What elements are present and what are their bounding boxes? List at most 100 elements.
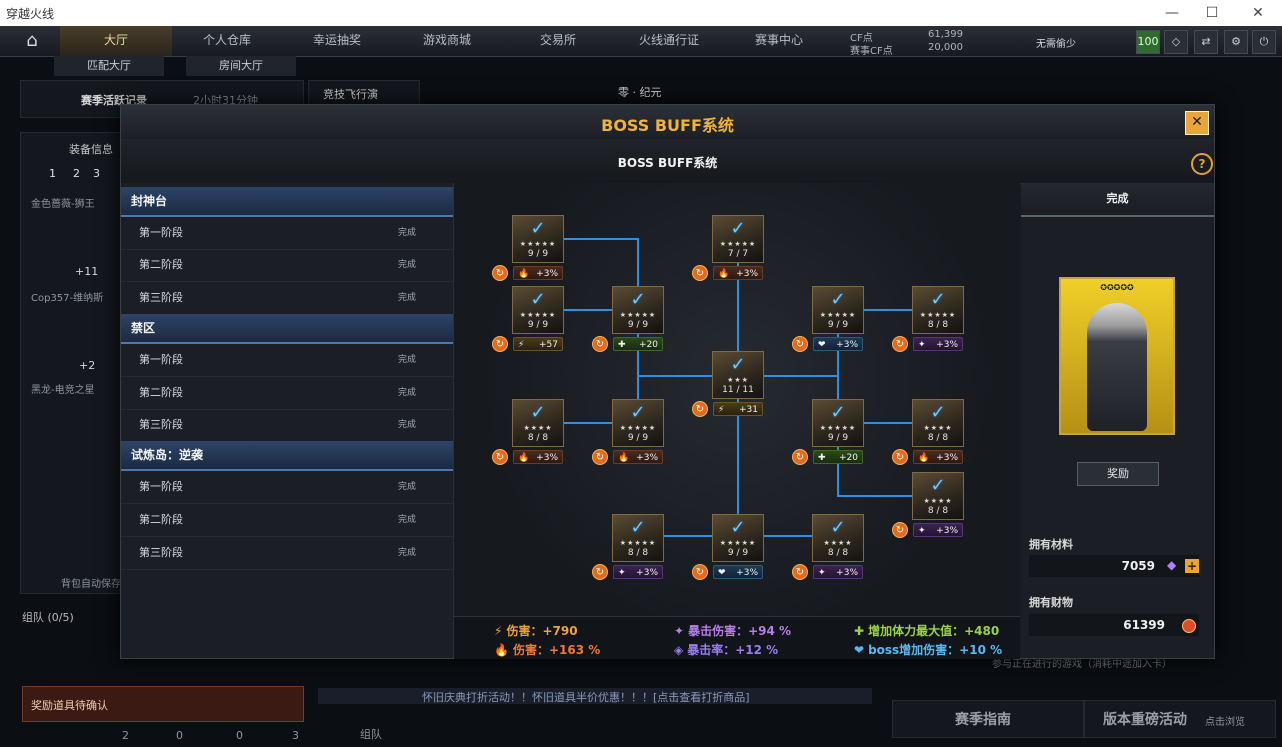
category-shiliandao[interactable]: 试炼岛：逆袭 (121, 441, 453, 471)
buff-value-badge: 🔥+3% (713, 266, 763, 280)
buff-node[interactable]: ✓★★★11 / 11 (712, 351, 764, 399)
stage-item[interactable]: 第一阶段完成 (121, 471, 453, 504)
refresh-icon[interactable]: ↻ (892, 522, 908, 538)
refresh-icon[interactable]: ↻ (592, 449, 608, 465)
tab-lottery[interactable]: 幸运抽奖 (312, 33, 361, 47)
node-count: 9 / 9 (727, 548, 749, 558)
buff-node[interactable]: ✓★★★★★9 / 9 (712, 514, 764, 562)
check-icon: ✓ (530, 402, 546, 423)
category-list: 封神台 第一阶段完成 第二阶段完成 第三阶段完成 禁区 第一阶段完成 第二阶段完… (121, 183, 454, 658)
buff-value: +20 (639, 340, 658, 350)
tab-exchange[interactable]: 交易所 (539, 33, 576, 47)
equip-info-label: 装备信息 (69, 143, 113, 156)
shield-icon[interactable]: ◇ (1164, 30, 1188, 54)
power-icon[interactable]: ⏻ (1252, 30, 1276, 54)
switch-icon[interactable]: ⇄ (1194, 30, 1218, 54)
tab-pass[interactable]: 火线通行证 (638, 33, 699, 47)
home-icon[interactable]: ⌂ (26, 30, 38, 51)
buff-node[interactable]: ✓★★★★★7 / 7 (712, 215, 764, 263)
cf-value: 61,399 (928, 29, 963, 40)
stage-item[interactable]: 第一阶段完成 (121, 217, 453, 250)
refresh-icon[interactable]: ↻ (892, 336, 908, 352)
dialog-subtitle: BOSS BUFF系统 (617, 156, 718, 170)
refresh-icon[interactable]: ↻ (492, 449, 508, 465)
auto-save-label[interactable]: 背包自动保存 (61, 579, 121, 590)
category-jinqu[interactable]: 禁区 (121, 314, 453, 344)
refresh-icon[interactable]: ↻ (692, 401, 708, 417)
check-icon: ✓ (630, 402, 646, 423)
check-icon: ✓ (730, 354, 746, 375)
tab-mall[interactable]: 游戏商城 (422, 33, 471, 47)
tab-match-center[interactable]: 赛事中心 (754, 33, 803, 47)
buff-node[interactable]: ✓★★★★★9 / 9 (512, 286, 564, 334)
rank-label: 无需偷少 (1036, 39, 1076, 50)
reward-confirm-label: 奖励道具待确认 (31, 699, 108, 712)
buff-value: +3% (836, 340, 858, 350)
stage-item[interactable]: 第三阶段完成 (121, 409, 453, 442)
equip-tab-1[interactable]: 1 (49, 167, 56, 180)
minimize-button[interactable]: — (1165, 5, 1179, 21)
reward-button[interactable]: 奖励 (1077, 462, 1159, 486)
refresh-icon[interactable]: ↻ (892, 449, 908, 465)
reward-panel: 完成 ✪✪✪✪✪ 奖励 拥有材料 7059 ◆ + 拥有财物 61399 (1021, 183, 1214, 658)
summary-stat: ◈暴击率：+12 % (674, 641, 778, 658)
category-label: 禁区 (131, 321, 156, 335)
fly-event-panel[interactable]: 竞技飞行演 (308, 80, 420, 106)
stage-item[interactable]: 第二阶段完成 (121, 504, 453, 537)
stage-item[interactable]: 第二阶段完成 (121, 249, 453, 282)
refresh-icon[interactable]: ↻ (792, 564, 808, 580)
stage-item[interactable]: 第二阶段完成 (121, 377, 453, 410)
buff-node[interactable]: ✓★★★★★8 / 8 (912, 286, 964, 334)
purple-icon: ✦ (618, 568, 626, 578)
node-count: 8 / 8 (927, 506, 949, 516)
refresh-icon[interactable]: ↻ (592, 564, 608, 580)
gear-icon[interactable]: ⚙ (1224, 30, 1248, 54)
buff-value-badge: 🔥+3% (513, 450, 563, 464)
season-guide-button[interactable]: 赛季指南 (892, 700, 1084, 738)
reward-confirm-panel[interactable]: 奖励道具待确认 (22, 686, 304, 722)
refresh-icon[interactable]: ↻ (792, 449, 808, 465)
refresh-icon[interactable]: ↻ (692, 265, 708, 281)
version-event-button[interactable]: 版本重磅活动 点击浏览 (1084, 700, 1276, 738)
node-count: 8 / 8 (527, 433, 549, 443)
buff-node[interactable]: ✓★★★★8 / 8 (912, 472, 964, 520)
refresh-icon[interactable]: ↻ (492, 336, 508, 352)
buff-node[interactable]: ✓★★★★8 / 8 (912, 399, 964, 447)
equip-tab-2[interactable]: 2 (73, 167, 80, 180)
add-material-button[interactable]: + (1185, 559, 1199, 573)
help-icon[interactable]: ? (1191, 153, 1213, 175)
stage-name: 第一阶段 (139, 353, 183, 366)
buff-node[interactable]: ✓★★★★★9 / 9 (512, 215, 564, 263)
subtab-match-lobby[interactable]: 匹配大厅 (54, 56, 164, 76)
buff-value-badge: ❤+3% (713, 565, 763, 579)
marquee[interactable]: 怀旧庆典打折活动！！怀旧道具半价优惠！！！[点击查看打折商品] (318, 688, 872, 704)
category-fengshentai[interactable]: 封神台 (121, 187, 453, 217)
stage-item[interactable]: 第一阶段完成 (121, 344, 453, 377)
window-close-button[interactable]: ✕ (1252, 5, 1264, 21)
node-count: 8 / 8 (627, 548, 649, 558)
stage-item[interactable]: 第三阶段完成 (121, 537, 453, 570)
buff-node[interactable]: ✓★★★★8 / 8 (512, 399, 564, 447)
buff-node[interactable]: ✓★★★★★9 / 9 (812, 399, 864, 447)
buff-node[interactable]: ✓★★★★★8 / 8 (612, 514, 664, 562)
check-icon: ✓ (630, 517, 646, 538)
gold-icon: ⚡ (518, 340, 525, 350)
refresh-icon[interactable]: ↻ (792, 336, 808, 352)
equip-tab-3[interactable]: 3 (93, 167, 100, 180)
dialog-subheader: BOSS BUFF系统 ? (121, 139, 1214, 184)
tab-lobby[interactable]: 大厅 (60, 26, 172, 56)
refresh-icon[interactable]: ↻ (692, 564, 708, 580)
dialog-close-button[interactable]: ✕ (1185, 111, 1209, 135)
buff-value-badge: ✦+3% (613, 565, 663, 579)
buff-node[interactable]: ✓★★★★★9 / 9 (612, 286, 664, 334)
tab-warehouse[interactable]: 个人仓库 (202, 33, 251, 47)
buff-node[interactable]: ✓★★★★★9 / 9 (612, 399, 664, 447)
buff-node[interactable]: ✓★★★★8 / 8 (812, 514, 864, 562)
refresh-icon[interactable]: ↻ (592, 336, 608, 352)
subtab-room-lobby[interactable]: 房间大厅 (186, 56, 296, 76)
maximize-button[interactable]: ☐ (1205, 5, 1219, 21)
material-value: 7059 (1029, 555, 1199, 577)
refresh-icon[interactable]: ↻ (492, 265, 508, 281)
stage-item[interactable]: 第三阶段完成 (121, 282, 453, 315)
buff-node[interactable]: ✓★★★★★9 / 9 (812, 286, 864, 334)
